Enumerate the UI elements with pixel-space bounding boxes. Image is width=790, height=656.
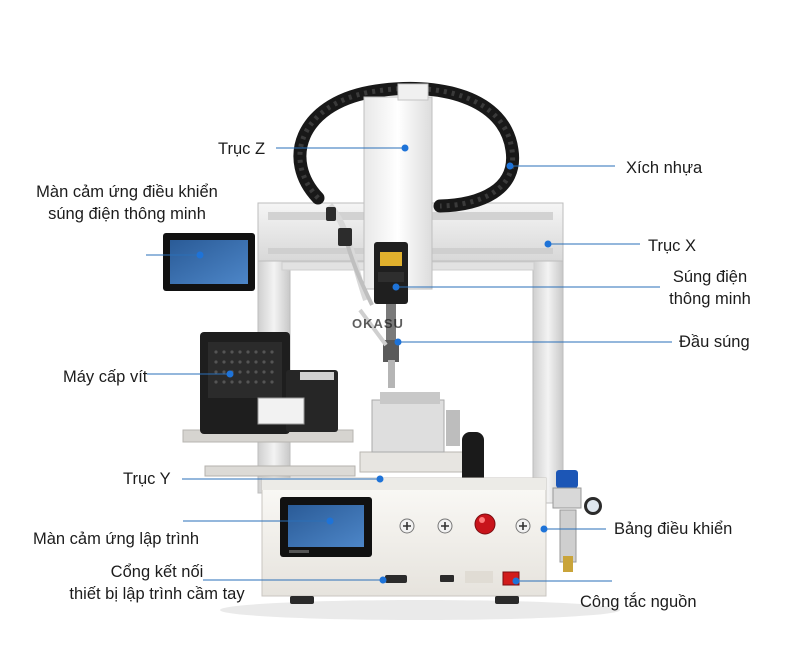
label-cong-ket-noi-line2: thiết bị lập trình cầm tay bbox=[69, 585, 245, 603]
label-sung-dien-line1: Súng điện bbox=[672, 268, 748, 286]
label-man-lap-trinh: Màn cảm ứng lập trình bbox=[33, 530, 200, 548]
label-xich-nhua: Xích nhựa bbox=[626, 159, 703, 177]
label-cong-ket-noi-line1: Cổng kết nối bbox=[110, 563, 204, 581]
label-truc-z: Trục Z bbox=[218, 140, 266, 158]
label-may-cap-vit: Máy cấp vít bbox=[63, 368, 148, 386]
watermark-logo: OKASU bbox=[352, 316, 404, 331]
label-cong-ket-noi: Cổng kết nối thiết bị lập trình cầm tay bbox=[48, 561, 266, 605]
label-dau-sung: Đầu súng bbox=[679, 333, 750, 351]
label-bang-dieu-khien: Bảng điều khiển bbox=[614, 520, 733, 538]
callout-dots bbox=[196, 144, 552, 585]
leader-lines bbox=[146, 147, 672, 582]
label-man-hinh-line2: súng điện thông minh bbox=[48, 205, 206, 223]
label-sung-dien: Súng điện thông minh bbox=[657, 266, 763, 310]
label-truc-y: Trục Y bbox=[123, 470, 171, 488]
label-truc-x: Trục X bbox=[648, 237, 696, 255]
label-man-hinh-line1: Màn cảm ứng điều khiển bbox=[36, 183, 218, 201]
label-cong-tac-nguon: Công tắc nguồn bbox=[580, 593, 697, 611]
label-man-hinh-sung-dien: Màn cảm ứng điều khiển súng điện thông m… bbox=[18, 181, 236, 225]
label-sung-dien-line2: thông minh bbox=[669, 290, 751, 308]
